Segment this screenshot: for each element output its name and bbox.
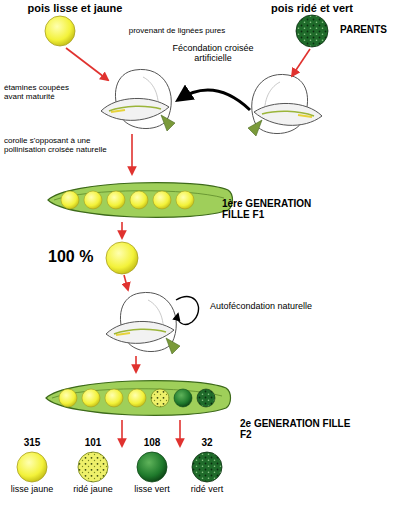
generation-label: PARENTS bbox=[340, 24, 398, 35]
phenotype-label: ridé vert bbox=[185, 485, 229, 495]
phenotype-label: lisse vert bbox=[130, 485, 174, 495]
percentage: 100 % bbox=[48, 248, 106, 266]
note: provenant de lignées pures bbox=[112, 27, 242, 36]
count: 101 bbox=[73, 437, 113, 448]
count: 108 bbox=[132, 437, 172, 448]
phenotype-label: lisse jaune bbox=[10, 485, 54, 495]
process-label: Autofécondation naturelle bbox=[210, 302, 320, 312]
generation-label: 1ère GENERATION FILLE F1 bbox=[222, 198, 340, 220]
phenotype-label: ridé jaune bbox=[71, 485, 115, 495]
note: corolle s'opposant à une pollinisation c… bbox=[4, 137, 114, 155]
note: étamines coupées avant maturité bbox=[4, 84, 90, 102]
parent-label: pois ridé et vert bbox=[247, 2, 377, 14]
count: 32 bbox=[187, 437, 227, 448]
count: 315 bbox=[12, 437, 52, 448]
parent-label: pois lisse et jaune bbox=[10, 2, 140, 14]
generation-label: 2e GENERATION FILLE F2 bbox=[240, 418, 358, 440]
process-label: Fécondation croisée artificielle bbox=[166, 44, 260, 64]
